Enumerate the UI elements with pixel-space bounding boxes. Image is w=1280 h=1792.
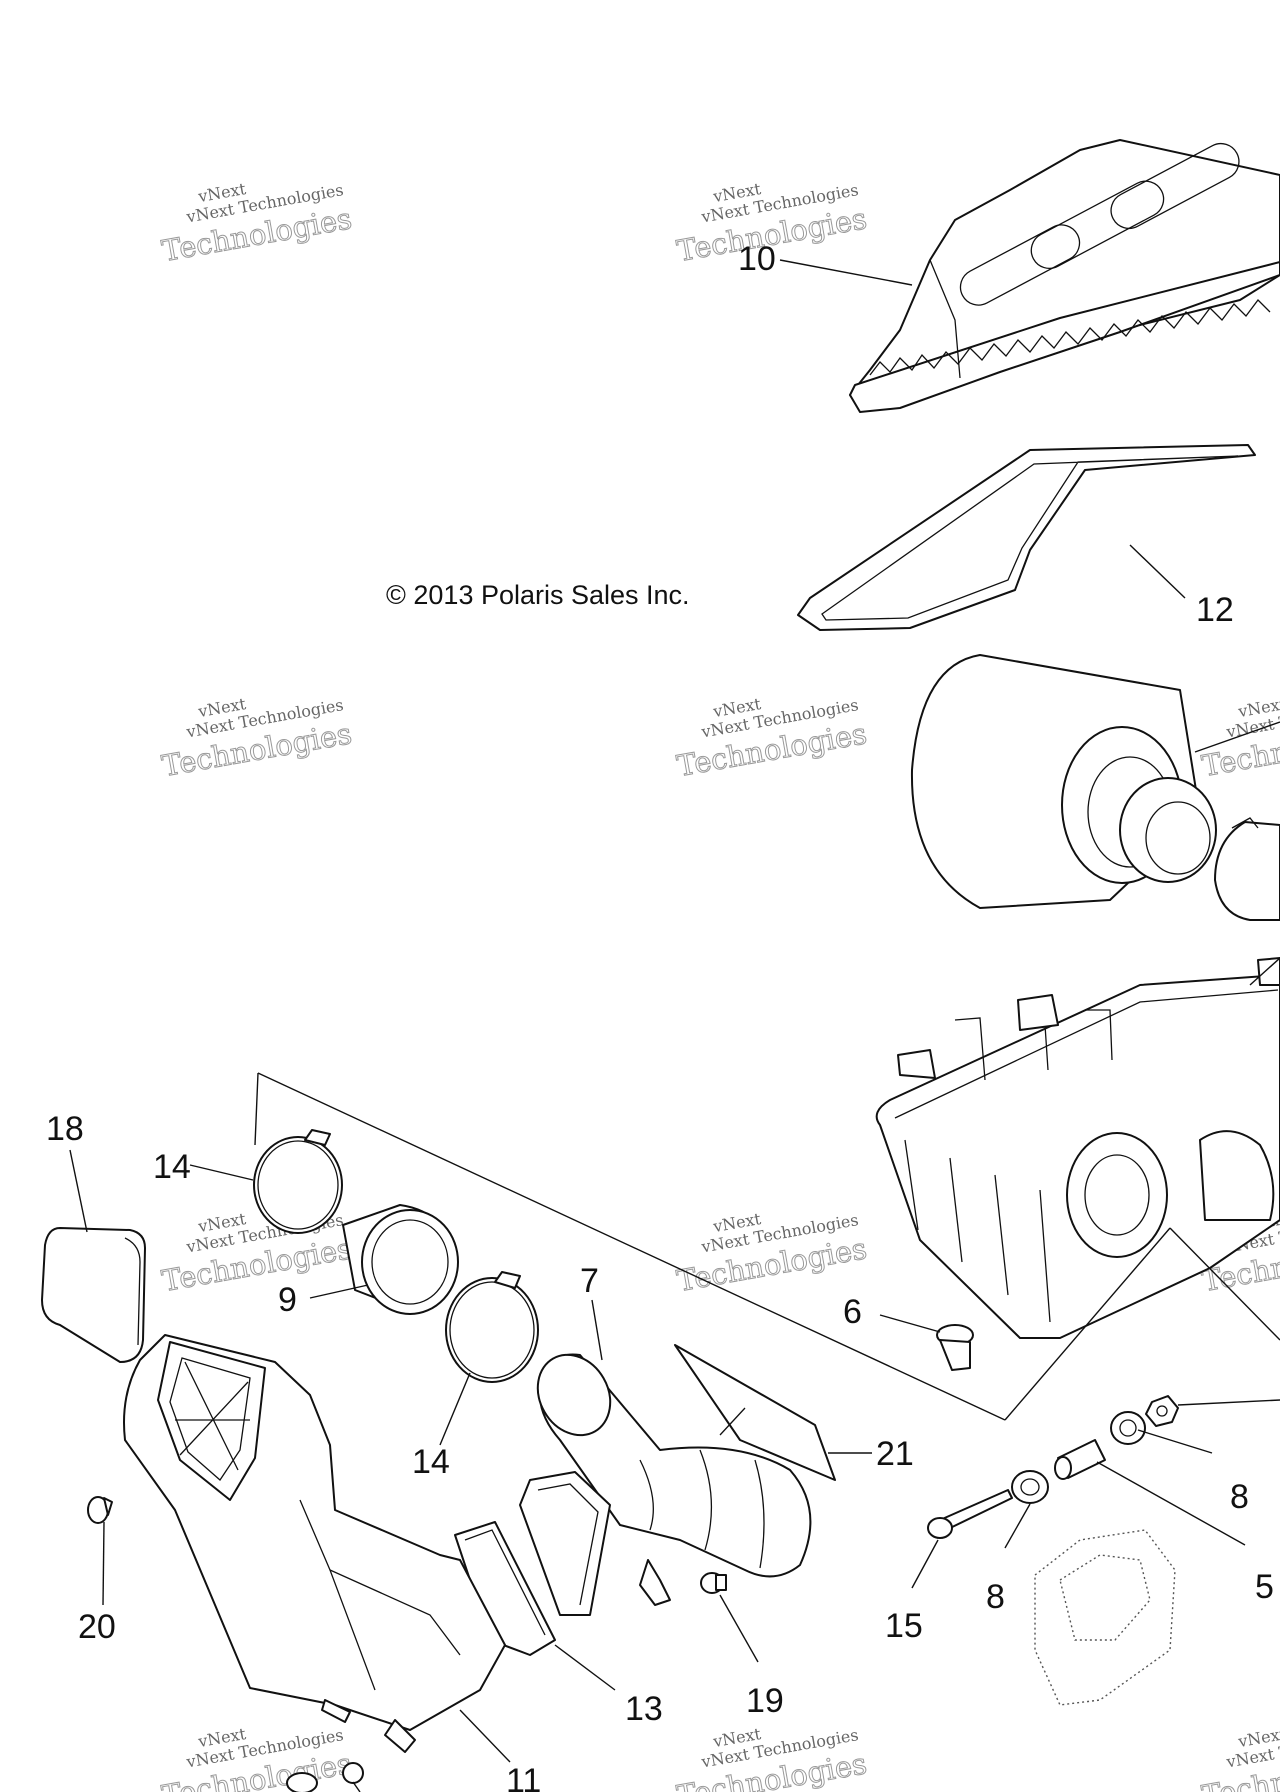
watermark: vNext vNext Technologies Technologies xyxy=(674,694,870,784)
callout-8-lower: 8 xyxy=(986,1578,1005,1616)
part-6-valve xyxy=(936,1324,974,1371)
part-airbox-base xyxy=(875,957,1280,1339)
callout-19: 19 xyxy=(746,1682,784,1720)
part-9-coupler xyxy=(342,1204,459,1315)
part-14-clamp-upper xyxy=(253,1129,343,1234)
watermark: vNext vNext Technologies Technologies xyxy=(159,1724,355,1792)
callout-9: 9 xyxy=(278,1281,297,1319)
callout-11: 11 xyxy=(506,1762,541,1792)
watermark: vNext vNext Technologies Technologies xyxy=(159,694,355,784)
part-14-clamp-lower xyxy=(445,1271,539,1383)
part-15-bolt xyxy=(927,1489,1013,1539)
part-12-gasket xyxy=(797,444,1256,631)
part-10-airbox-cover xyxy=(849,139,1280,413)
callout-7: 7 xyxy=(580,1262,599,1300)
part-11-intake-snorkel xyxy=(123,1334,506,1753)
callout-21: 21 xyxy=(876,1435,914,1473)
callout-14-lower: 14 xyxy=(412,1443,450,1481)
part-5-sleeve xyxy=(1054,1439,1106,1480)
callout-15: 15 xyxy=(885,1607,923,1645)
watermark: vNext vNext Technologies Technologies xyxy=(159,179,355,269)
watermark: vNext vNext Technologies Technologies xyxy=(1199,1724,1280,1792)
callout-18: 18 xyxy=(46,1110,84,1148)
callout-12: 12 xyxy=(1196,591,1234,629)
part-nut xyxy=(1145,1395,1179,1427)
callout-5: 5 xyxy=(1255,1568,1274,1606)
callout-14-upper: 14 xyxy=(153,1148,191,1186)
watermark: vNext vNext Technologies Technologies xyxy=(674,1209,870,1299)
callout-8-upper: 8 xyxy=(1230,1478,1249,1516)
part-18-pad xyxy=(41,1227,146,1363)
callout-13: 13 xyxy=(625,1690,663,1728)
bracket-reference xyxy=(1034,1529,1176,1706)
callout-20: 20 xyxy=(78,1608,116,1646)
part-8-bushing-upper xyxy=(1110,1411,1146,1445)
part-8-bushing-lower xyxy=(1011,1470,1049,1504)
part-20-fastener xyxy=(87,1496,113,1524)
part-21-decal xyxy=(674,1344,836,1481)
part-7-intake-duct xyxy=(536,1353,812,1606)
part-air-filter xyxy=(910,654,1280,921)
part-19-screw xyxy=(700,1572,727,1594)
copyright-notice: © 2013 Polaris Sales Inc. xyxy=(386,580,690,610)
callout-10: 10 xyxy=(738,240,776,278)
watermark: vNext vNext Technologies Technologies xyxy=(674,1724,870,1792)
watermark: vNext vNext Technologies Technologies xyxy=(1199,694,1280,784)
leader-lines xyxy=(69,259,1280,1792)
callout-labels: 10 12 18 14 9 14 7 6 21 8 8 5 15 20 19 1… xyxy=(46,240,1274,1792)
callout-6: 6 xyxy=(843,1293,862,1331)
part-screw-bottom xyxy=(286,1762,364,1792)
part-13-adapter xyxy=(454,1471,611,1656)
